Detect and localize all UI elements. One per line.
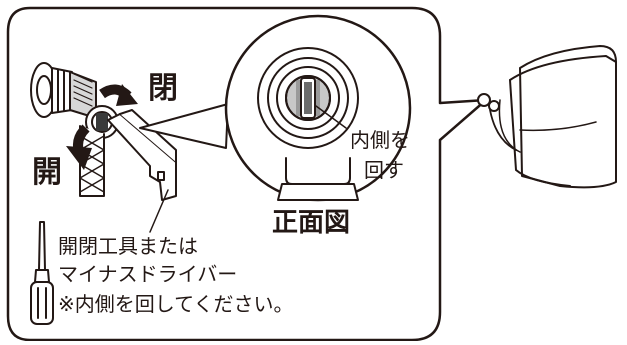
tool-label-line2: マイナスドライバー [58,262,238,286]
front-view-label: 正面図 [272,208,351,238]
rotate-label: 回す [364,158,404,182]
front-view-detail [224,14,412,202]
screwdriver-icon [30,221,54,325]
tool-note: ※内側を回してください。 [58,292,294,316]
inner-side-label: 内側を [350,128,410,152]
close-arrow [99,84,138,106]
open-arrow [66,124,92,170]
toilet-icon [477,45,617,189]
close-label: 閉 [148,71,178,106]
tool-leader-line [149,189,169,233]
tool-label-line1: 開閉工具または [58,234,198,258]
open-label: 開 [32,155,62,190]
